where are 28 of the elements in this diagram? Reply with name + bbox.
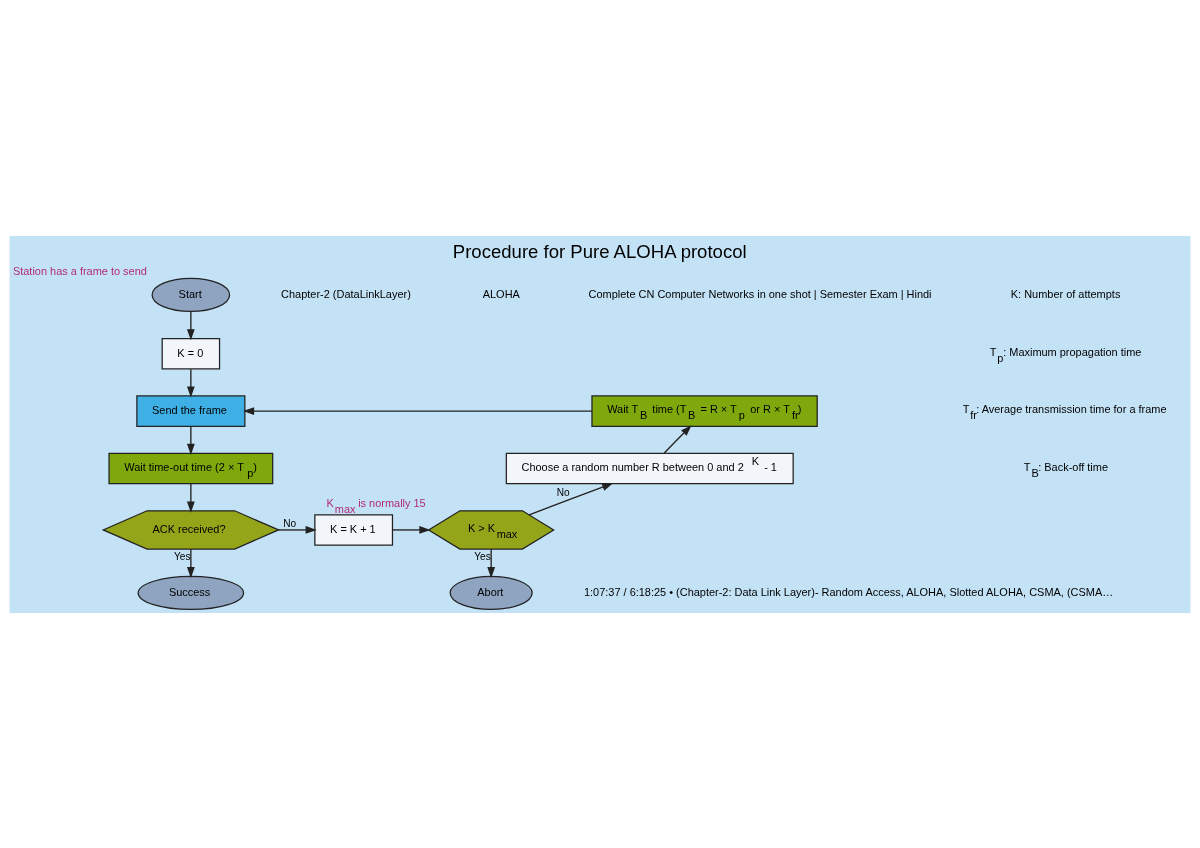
label: Chapter-2 (DataLinkLayer) bbox=[281, 287, 411, 300]
node-label: Station has a frame to send bbox=[12, 264, 147, 277]
arrow bbox=[277, 525, 317, 534]
label: 1:07:37 / 6:18:25 • (Chapter-2: Data Link Layer)- Random Access, ALOHA, Slotted ALOHA, CSMA, (CSMA… bbox=[583, 585, 1114, 598]
node-ellipse: Start bbox=[151, 277, 231, 312]
arrow bbox=[487, 548, 496, 578]
edge-label: Yes bbox=[474, 550, 491, 562]
label: ALOHA bbox=[482, 287, 520, 300]
arrow bbox=[243, 406, 593, 415]
arrow bbox=[391, 525, 431, 534]
arrow bbox=[663, 424, 692, 454]
arrow bbox=[186, 310, 195, 340]
label: Complete CN Computer Networks in one shot | Semester Exam | Hindi bbox=[588, 287, 932, 300]
arrow bbox=[186, 425, 195, 455]
arrow bbox=[186, 368, 195, 398]
node-ellipse: Success bbox=[137, 575, 245, 610]
node-box: K = 0 bbox=[161, 337, 221, 370]
edge-label: Yes bbox=[173, 550, 191, 562]
edge-label: No bbox=[283, 517, 297, 529]
arrow bbox=[186, 482, 195, 513]
diagram-title: Procedure for Pure ALOHA protocol bbox=[452, 240, 747, 262]
arrow bbox=[528, 482, 614, 515]
label: K: Number of attempts bbox=[1010, 287, 1121, 300]
node-box: K = K + 1 bbox=[314, 513, 394, 546]
edge-label: No bbox=[556, 486, 570, 498]
node-ellipse: Abort bbox=[449, 575, 533, 610]
node-box: Send the frame bbox=[136, 394, 246, 427]
arrow bbox=[186, 548, 195, 578]
